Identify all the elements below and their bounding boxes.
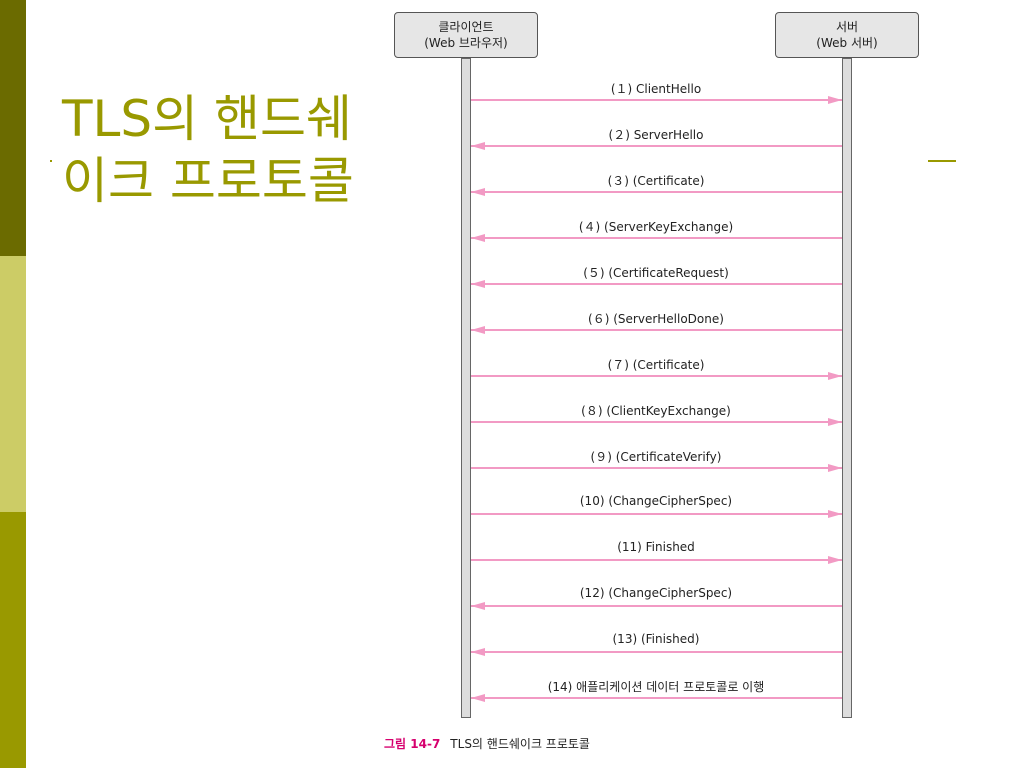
message-label: (４) (ServerKeyExchange)	[578, 220, 734, 234]
message-arrowhead	[471, 280, 485, 288]
message-arrowhead	[471, 142, 485, 150]
message-arrowhead	[471, 602, 485, 610]
message-label: (14) 애플리케이션 데이터 프로토콜로 이행	[547, 680, 765, 694]
message-label: (２) ServerHello	[608, 128, 704, 142]
message-label: (11) Finished	[617, 540, 695, 554]
server-lifeline	[842, 58, 852, 718]
figure-number: 그림 14-7	[384, 737, 441, 751]
client-lifeline	[461, 58, 471, 718]
server-name: 서버	[835, 20, 859, 34]
message-label: (８) (ClientKeyExchange)	[581, 404, 731, 418]
slide-title: TLS의 핸드쉐이크 프로토콜	[62, 90, 354, 210]
message-arrowhead	[828, 372, 842, 380]
left-stripe-light	[0, 256, 26, 512]
message-label: (５) (CertificateRequest)	[583, 266, 729, 280]
message-label: (12) (ChangeCipherSpec)	[579, 586, 733, 600]
left-stripe-dark	[0, 0, 26, 256]
message-arrowhead	[471, 326, 485, 334]
message-label: (３) (Certificate)	[607, 174, 705, 188]
figure-caption: 그림 14-7 TLS의 핸드쉐이크 프로토콜	[384, 735, 590, 752]
client-sub: (Web 브라우저)	[424, 36, 508, 50]
message-label: (13) (Finished)	[612, 632, 700, 646]
client-name: 클라이언트	[438, 20, 494, 34]
message-arrowhead	[828, 510, 842, 518]
figure-caption-text: TLS의 핸드쉐이크 프로토콜	[450, 737, 590, 751]
message-label: (10) (ChangeCipherSpec)	[579, 494, 733, 508]
decorative-dot	[50, 160, 52, 162]
message-label: (９) (CertificateVerify)	[590, 450, 722, 464]
client-box: 클라이언트 (Web 브라우저)	[394, 12, 538, 58]
decorative-dash	[928, 160, 956, 162]
message-arrowhead	[828, 418, 842, 426]
message-arrowhead	[471, 234, 485, 242]
message-arrowhead	[828, 556, 842, 564]
server-sub: (Web 서버)	[816, 36, 878, 50]
message-arrowhead	[471, 694, 485, 702]
message-arrowhead	[471, 648, 485, 656]
message-arrowhead	[471, 188, 485, 196]
message-label: (１) ClientHello	[610, 82, 702, 96]
message-arrowhead	[828, 96, 842, 104]
left-stripe-mid	[0, 512, 26, 768]
server-box: 서버 (Web 서버)	[775, 12, 919, 58]
message-label: (６) (ServerHelloDone)	[588, 312, 724, 326]
message-label: (７) (Certificate)	[607, 358, 705, 372]
message-arrowhead	[828, 464, 842, 472]
